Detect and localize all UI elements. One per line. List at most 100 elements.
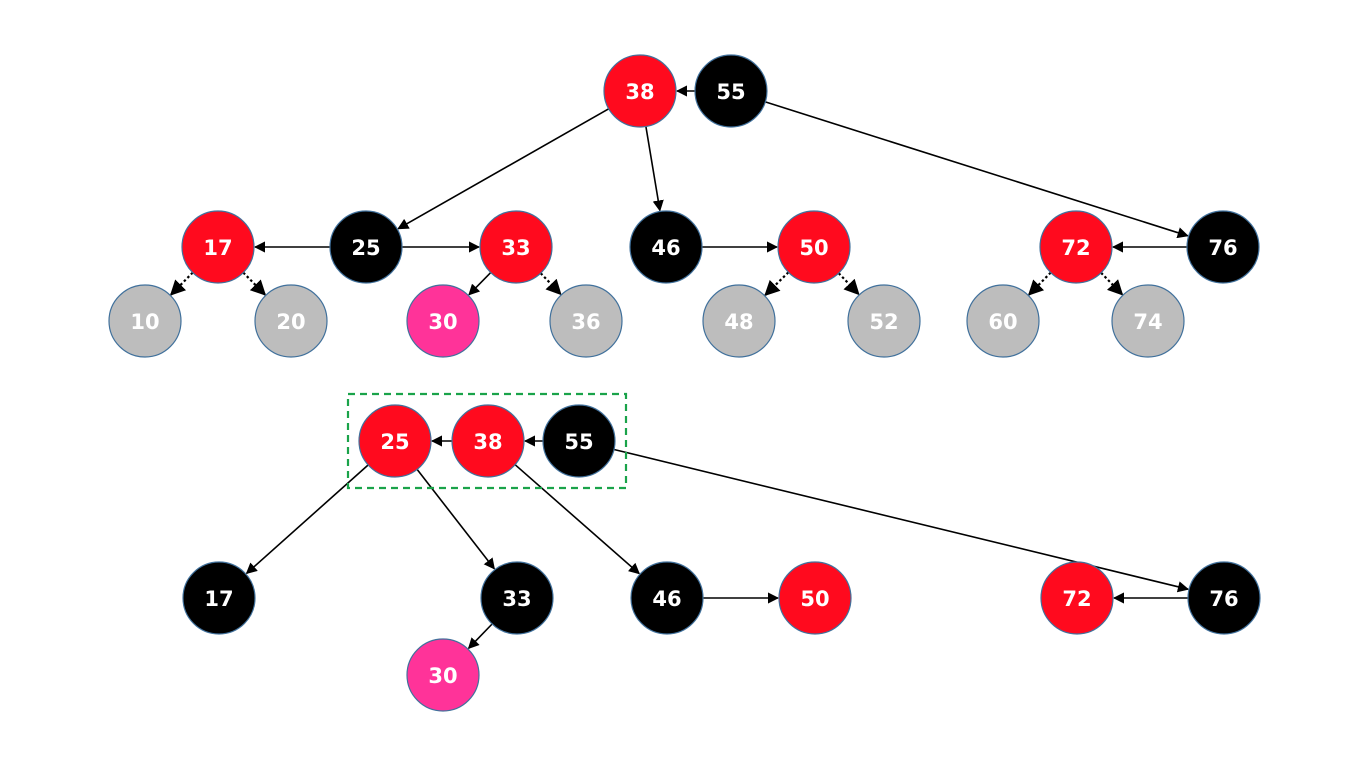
node-t76: 76 (1186, 210, 1260, 284)
nodes-layer: 38 55 17 25 33 46 50 72 76 10 20 30 36 48 52 60 74 25 38 55… (108, 54, 1261, 712)
node-b76: 76 (1187, 561, 1261, 635)
node-circle-b72 (1040, 561, 1114, 635)
node-label-t25: 25 (351, 236, 380, 260)
edge-b25-to-b17 (245, 464, 369, 575)
node-b50: 50 (778, 561, 852, 635)
node-b30: 30 (406, 638, 480, 712)
highlight-box-bottom-tree (346, 392, 628, 490)
edges-layer (169, 85, 1190, 650)
node-circle-t30 (406, 284, 480, 358)
node-circle-t50 (777, 210, 851, 284)
node-t10: 10 (108, 284, 182, 358)
node-label-t46: 46 (651, 236, 680, 260)
node-label-t60: 60 (988, 310, 1017, 334)
node-label-t55: 55 (716, 80, 745, 104)
node-circle-t74 (1111, 284, 1185, 358)
node-label-t33: 33 (501, 236, 530, 260)
edge-b55-to-b76 (613, 448, 1190, 593)
node-label-t10: 10 (130, 310, 159, 334)
edge-t17-to-t10 (169, 271, 194, 296)
node-label-t74: 74 (1133, 310, 1162, 334)
node-circle-b30 (406, 638, 480, 712)
edge-t33-to-t30 (468, 272, 492, 296)
edge-b25-to-b33 (416, 468, 495, 570)
node-circle-t48 (702, 284, 776, 358)
node-t55: 55 (694, 54, 768, 128)
node-label-b38: 38 (473, 430, 502, 454)
node-label-t20: 20 (276, 310, 305, 334)
node-circle-b46 (630, 561, 704, 635)
node-t20: 20 (254, 284, 328, 358)
node-label-t38: 38 (625, 80, 654, 104)
node-circle-t10 (108, 284, 182, 358)
node-t60: 60 (966, 284, 1040, 358)
node-circle-b55 (542, 404, 616, 478)
node-circle-t46 (629, 210, 703, 284)
node-circle-t52 (847, 284, 921, 358)
node-label-b76: 76 (1209, 587, 1238, 611)
node-t74: 74 (1111, 284, 1185, 358)
edge-b33-to-b30 (467, 623, 493, 650)
node-label-b46: 46 (652, 587, 681, 611)
node-b33: 33 (480, 561, 554, 635)
edge-t55-to-t76 (765, 101, 1189, 239)
node-t25: 25 (329, 210, 403, 284)
node-label-t50: 50 (799, 236, 828, 260)
node-circle-t36 (549, 284, 623, 358)
node-label-b50: 50 (800, 587, 829, 611)
edge-t38-to-t46 (645, 126, 664, 212)
node-label-b25: 25 (380, 430, 409, 454)
edge-t17-to-t20 (242, 271, 267, 296)
node-circle-b38 (451, 404, 525, 478)
node-label-t17: 17 (203, 236, 232, 260)
edge-b38-to-b46 (514, 464, 641, 575)
node-t30: 30 (406, 284, 480, 358)
node-b38: 38 (451, 404, 525, 478)
node-circle-t55 (694, 54, 768, 128)
node-circle-t20 (254, 284, 328, 358)
node-b55: 55 (542, 404, 616, 478)
edge-t38-to-t25 (397, 108, 610, 230)
node-t72: 72 (1039, 210, 1113, 284)
node-circle-b33 (480, 561, 554, 635)
node-circle-b50 (778, 561, 852, 635)
node-circle-t17 (181, 210, 255, 284)
node-t38: 38 (603, 54, 677, 128)
node-circle-b17 (182, 561, 256, 635)
node-label-t36: 36 (571, 310, 600, 334)
node-label-b33: 33 (502, 587, 531, 611)
node-b17: 17 (182, 561, 256, 635)
node-label-t52: 52 (869, 310, 898, 334)
node-t36: 36 (549, 284, 623, 358)
node-label-b55: 55 (564, 430, 593, 454)
node-circle-b25 (358, 404, 432, 478)
node-label-b72: 72 (1062, 587, 1091, 611)
node-circle-t25 (329, 210, 403, 284)
node-t46: 46 (629, 210, 703, 284)
node-t50: 50 (777, 210, 851, 284)
node-circle-t33 (479, 210, 553, 284)
node-t52: 52 (847, 284, 921, 358)
node-circle-b76 (1187, 561, 1261, 635)
node-t17: 17 (181, 210, 255, 284)
node-b25: 25 (358, 404, 432, 478)
node-t33: 33 (479, 210, 553, 284)
node-circle-t60 (966, 284, 1040, 358)
node-label-t30: 30 (428, 310, 457, 334)
node-label-b30: 30 (428, 664, 457, 688)
edge-t50-to-t48 (764, 271, 790, 297)
node-b46: 46 (630, 561, 704, 635)
node-circle-t76 (1186, 210, 1260, 284)
node-circle-t38 (603, 54, 677, 128)
edge-t72-to-t60 (1027, 271, 1052, 296)
node-label-b17: 17 (204, 587, 233, 611)
node-b72: 72 (1040, 561, 1114, 635)
node-label-t48: 48 (724, 310, 753, 334)
node-t48: 48 (702, 284, 776, 358)
node-label-t72: 72 (1061, 236, 1090, 260)
edge-t33-to-t36 (539, 272, 562, 296)
edge-t72-to-t74 (1100, 272, 1124, 296)
edge-t50-to-t52 (837, 272, 860, 296)
node-label-t76: 76 (1208, 236, 1237, 260)
